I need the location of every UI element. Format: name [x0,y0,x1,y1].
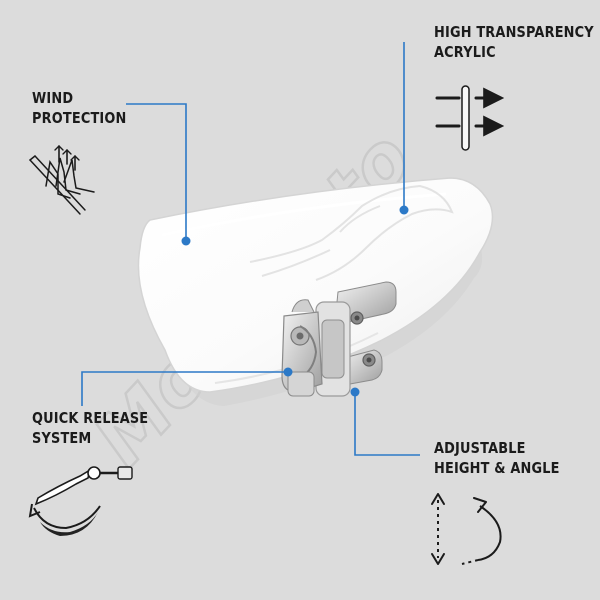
wind-flow-icon [29,145,95,215]
adjustable-label: ADJUSTABLE HEIGHT & ANGLE [434,438,560,478]
callout-dots [181,205,409,397]
height-angle-arrows-icon [431,493,502,565]
adjustable-label-line2: HEIGHT & ANGLE [434,459,560,477]
adjustable-label-line1: ADJUSTABLE [434,439,526,457]
acrylic-label-line1: HIGH TRANSPARENCY [434,23,594,41]
quick-release-label-line2: SYSTEM [32,429,92,447]
quick-release-label-line1: QUICK RELEASE [32,409,149,427]
acrylic-label: HIGH TRANSPARENCY ACRYLIC [434,22,594,62]
quick-release-lever-icon [28,466,133,536]
wind-protection-label-line1: WIND [32,89,74,107]
windscreen [137,177,494,393]
callout-lines [81,42,420,456]
wind-protection-label: WIND PROTECTION [32,88,127,128]
light-pass-through-icon [435,85,505,151]
wind-protection-label-line2: PROTECTION [32,109,127,127]
screen-logo [249,184,454,281]
acrylic-label-line2: ACRYLIC [434,43,496,61]
quick-release-label: QUICK RELEASE SYSTEM [32,408,148,448]
